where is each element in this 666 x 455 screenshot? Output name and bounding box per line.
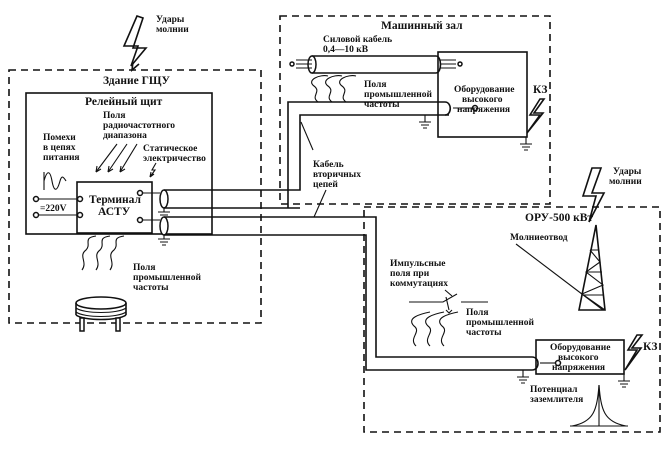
terminal-astu-box <box>76 181 153 234</box>
label-secondary-cable-1: Кабель <box>313 159 344 170</box>
label-pf-gshchu-2: промышленной <box>133 272 201 283</box>
leader-line <box>300 121 314 151</box>
hv-equipment-hall-box <box>437 51 528 138</box>
ground-symbol-icon <box>517 370 529 384</box>
ground-symbol-icon <box>419 115 431 129</box>
label-impulse-1: Импульсные <box>390 259 446 269</box>
label-lightning-right-2: молнии <box>609 177 642 187</box>
zone-gshchu-title: Здание ГЩУ <box>103 75 171 87</box>
lightning-bolt-icon <box>581 167 606 223</box>
label-rf-3: диапазона <box>103 131 147 141</box>
label-lightning-top-1: Удары <box>156 15 185 25</box>
leader-line <box>313 189 327 218</box>
label-impulse-2: поля при <box>390 269 430 279</box>
label-hv-oru-2: высокого <box>558 353 599 363</box>
label-hv-hall-3: напряжения <box>457 105 510 115</box>
label-power-cable-2: 0,4—10 кВ <box>323 45 369 55</box>
zone-oru-boundary <box>363 206 661 433</box>
label-power-noise-1: Помехи <box>43 133 76 143</box>
label-lightning-rod: Молниеотвод <box>510 233 568 243</box>
lightning-rod-tower-icon <box>578 224 606 311</box>
secondary-cable-to-hall <box>159 101 479 209</box>
kz-spark-icon <box>526 98 546 134</box>
label-pf-hall-3: частоты <box>364 100 400 110</box>
leader-line <box>515 243 604 311</box>
label-rf-2: радиочастотного <box>103 121 175 131</box>
power-input-terminals <box>32 195 84 219</box>
label-pf-hall-2: промышленной <box>364 89 432 100</box>
label-power-noise-2: в цепях <box>43 143 76 153</box>
label-pf-oru-3: частоты <box>466 328 502 338</box>
zone-gshchu-boundary <box>8 69 262 324</box>
zone-oru-title: ОРУ-500 кВт <box>525 212 593 224</box>
ground-potential-curve-icon <box>570 384 628 427</box>
label-static-2: электричество <box>143 154 206 164</box>
kz-spark-icon <box>624 334 644 371</box>
zone-machine-hall-boundary <box>279 15 551 205</box>
ground-symbol-icon <box>520 137 532 151</box>
pf-field-waves-icon <box>411 311 459 347</box>
pf-field-waves-icon <box>81 235 125 271</box>
lightning-bolt-icon <box>122 15 148 67</box>
rf-field-arrows-icon <box>95 143 138 173</box>
label-kz-hall: КЗ <box>533 84 547 96</box>
label-ground-potential-2: заземлителя <box>530 395 583 405</box>
label-lightning-right-1: Удары <box>613 167 642 177</box>
label-pf-gshchu-1: Поля <box>133 263 155 273</box>
label-impulse-3: коммутациях <box>390 279 448 289</box>
relay-panel-box <box>25 92 213 235</box>
zone-machine-hall-title: Машинный зал <box>381 20 463 32</box>
label-lightning-top-2: молнии <box>156 25 189 35</box>
terminal-output-connectors <box>136 189 160 224</box>
pf-field-waves-icon <box>311 75 357 103</box>
label-power-cable-1: Силовой кабель <box>323 34 392 45</box>
arrow-head-icon <box>130 61 140 72</box>
switch-icon <box>409 289 488 314</box>
terminal-label-2: АСТУ <box>98 206 131 218</box>
label-pf-hall-1: Поля <box>364 80 386 90</box>
hv-equipment-oru-box <box>535 339 625 375</box>
label-ground-potential-1: Потенциал <box>530 385 578 395</box>
label-hv-hall-2: высокого <box>462 95 503 105</box>
ground-symbol-icon <box>618 374 630 388</box>
ground-symbol-icon <box>158 235 170 246</box>
label-power-noise-3: питания <box>43 153 80 163</box>
static-spark-icon <box>149 162 157 178</box>
reactor-icon <box>75 296 127 332</box>
label-hv-oru-3: напряжения <box>552 363 605 373</box>
label-hv-hall-1: Оборудование <box>454 84 514 95</box>
relay-panel-title: Релейный щит <box>85 96 163 108</box>
label-pf-oru-1: Поля <box>466 308 488 318</box>
sine-wave-icon <box>43 172 67 190</box>
label-pf-gshchu-3: частоты <box>133 283 169 293</box>
label-secondary-cable-2: вторичных <box>313 170 361 180</box>
label-voltage: =220V <box>40 204 67 214</box>
label-secondary-cable-3: цепей <box>313 179 338 190</box>
label-rf-1: Поля <box>103 111 125 121</box>
secondary-cable-to-oru <box>159 216 562 371</box>
label-hv-oru-1: Оборудование <box>550 342 610 353</box>
terminal-label-1: Терминал <box>89 194 141 206</box>
label-kz-oru: КЗ <box>643 341 657 353</box>
label-static-1: Статическое <box>143 144 197 154</box>
power-cable-icon <box>289 55 463 74</box>
label-pf-oru-2: промышленной <box>466 317 534 328</box>
